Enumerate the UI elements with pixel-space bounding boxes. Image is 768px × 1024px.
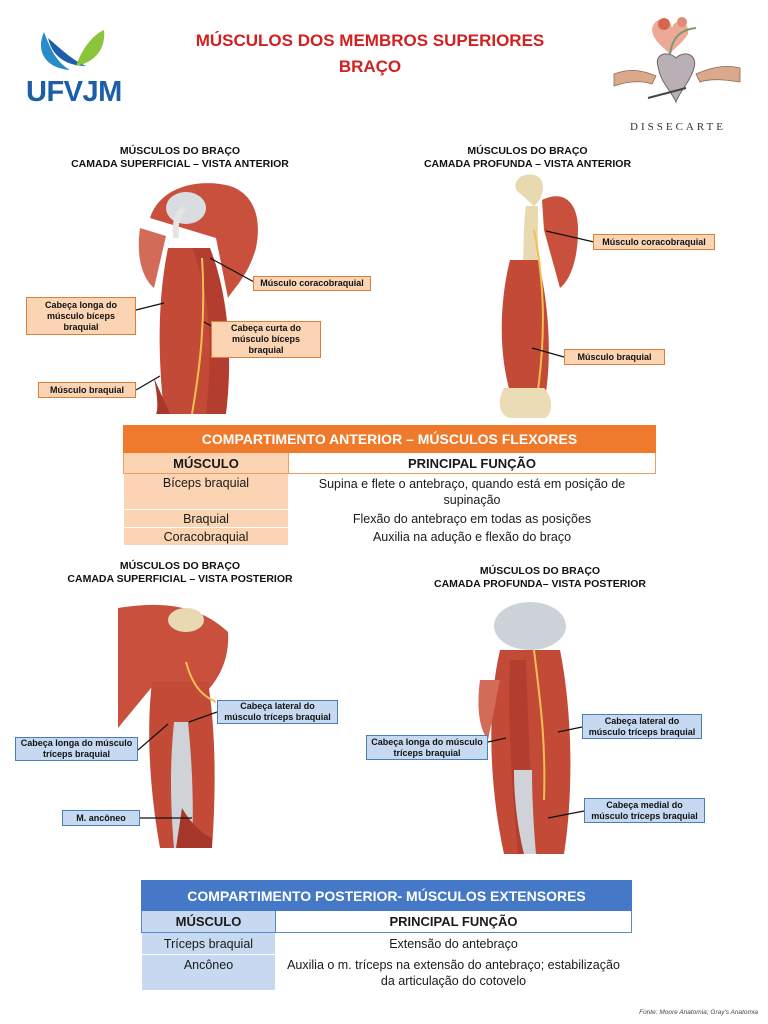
cell-muscle: Coracobraquial	[123, 527, 289, 546]
label-cabeca-medial-triceps: Cabeça medial do músculo tríceps braquia…	[584, 798, 705, 823]
column-header-musculo: MÚSCULO	[123, 452, 289, 474]
column-header-musculo: MÚSCULO	[141, 910, 276, 933]
table-row: Braquial Flexão do antebraço em todas as…	[123, 509, 656, 528]
heart-hands-icon	[613, 17, 741, 104]
table-row: Ancôneo Auxilia o m. tríceps na extensão…	[141, 954, 632, 991]
table-row: Coracobraquial Auxilia na adução e flexã…	[123, 527, 656, 546]
figure-caption-posterior-profunda: MÚSCULOS DO BRAÇO CAMADA PROFUNDA– VISTA…	[415, 565, 665, 591]
caption-line: CAMADA SUPERFICIAL – VISTA POSTERIOR	[67, 573, 293, 585]
cell-function: Auxilia na adução e flexão do braço	[288, 527, 656, 546]
label-musculo-braquial-profunda: Músculo braquial	[564, 349, 665, 365]
label-musculo-coracobraquial-profunda: Músculo coracobraquial	[593, 234, 715, 250]
label-cabeca-longa-triceps-profunda: Cabeça longa do músculo tríceps braquial	[366, 735, 488, 760]
source-footnote: Fonte: Moore Anatomia; Gray's Anatomia	[639, 1009, 758, 1016]
label-musculo-braquial: Músculo braquial	[38, 382, 136, 398]
caption-line: MÚSCULOS DO BRAÇO	[467, 145, 588, 157]
caption-line: MÚSCULOS DO BRAÇO	[119, 145, 241, 157]
cell-muscle: Braquial	[123, 509, 289, 528]
figure-caption-anterior-superficial: MÚSCULOS DO BRAÇO CAMADA SUPERFICIAL – V…	[60, 145, 300, 171]
ufvjm-logo: UFVJM	[26, 26, 126, 108]
cell-function: Supina e flete o antebraço, quando está …	[288, 473, 656, 510]
anterior-compartment-table: COMPARTIMENTO ANTERIOR – MÚSCULOS FLEXOR…	[123, 425, 656, 546]
cell-muscle: Ancôneo	[141, 954, 276, 991]
logo-text: UFVJM	[26, 76, 122, 108]
column-header-funcao: PRINCIPAL FUNÇÃO	[288, 452, 656, 474]
caption-line: CAMADA PROFUNDA – VISTA ANTERIOR	[423, 158, 632, 170]
table-row: Bíceps braquial Supina e flete o antebra…	[123, 473, 656, 510]
ufvjm-leaf-icon	[41, 30, 105, 70]
caption-line: MÚSCULOS DO BRAÇO	[479, 565, 601, 577]
label-cabeca-longa-biceps: Cabeça longa do músculo bíceps braquial	[26, 297, 136, 335]
label-cabeca-lateral-triceps-profunda: Cabeça lateral do músculo tríceps braqui…	[582, 714, 702, 739]
label-cabeca-longa-triceps: Cabeça longa do músculo tríceps braquial	[15, 737, 138, 761]
cell-function: Flexão do antebraço em todas as posições	[288, 509, 656, 528]
emblem-label: DISSECARTE	[630, 121, 726, 133]
page-subtitle: BRAÇO	[338, 57, 402, 76]
table-caption: COMPARTIMENTO POSTERIOR- MÚSCULOS EXTENS…	[141, 880, 632, 911]
caption-line: CAMADA PROFUNDA– VISTA POSTERIOR	[434, 578, 646, 590]
cell-muscle: Bíceps braquial	[123, 473, 289, 510]
table-row: Tríceps braquial Extensão do antebraço	[141, 932, 632, 955]
label-cabeca-curta-biceps: Cabeça curta do músculo bíceps braquial	[211, 321, 321, 358]
figure-caption-posterior-superficial: MÚSCULOS DO BRAÇO CAMADA SUPERFICIAL – V…	[40, 560, 320, 586]
label-cabeca-lateral-triceps: Cabeça lateral do músculo tríceps braqui…	[217, 700, 338, 724]
arm-illustration-anterior-profunda	[499, 174, 578, 418]
label-musculo-coracobraquial: Músculo coracobraquial	[253, 276, 371, 291]
arm-illustration-posterior-profunda	[478, 602, 571, 854]
arm-illustration-anterior-superficial	[138, 183, 258, 414]
column-header-funcao: PRINCIPAL FUNÇÃO	[275, 910, 632, 933]
dissecarte-emblem	[612, 10, 742, 138]
cell-function: Extensão do antebraço	[275, 932, 632, 955]
figure-caption-anterior-profunda: MÚSCULOS DO BRAÇO CAMADA PROFUNDA – VIST…	[405, 145, 650, 171]
posterior-compartment-table: COMPARTIMENTO POSTERIOR- MÚSCULOS EXTENS…	[141, 880, 632, 991]
cell-muscle: Tríceps braquial	[141, 932, 276, 955]
page-title: MÚSCULOS DOS MEMBROS SUPERIORES	[195, 31, 545, 50]
caption-line: CAMADA SUPERFICIAL – VISTA ANTERIOR	[71, 158, 289, 170]
cell-function: Auxilia o m. tríceps na extensão do ante…	[275, 954, 632, 991]
label-m-anconeo: M. ancôneo	[62, 810, 140, 826]
table-caption: COMPARTIMENTO ANTERIOR – MÚSCULOS FLEXOR…	[123, 425, 656, 453]
caption-line: MÚSCULOS DO BRAÇO	[119, 560, 241, 572]
